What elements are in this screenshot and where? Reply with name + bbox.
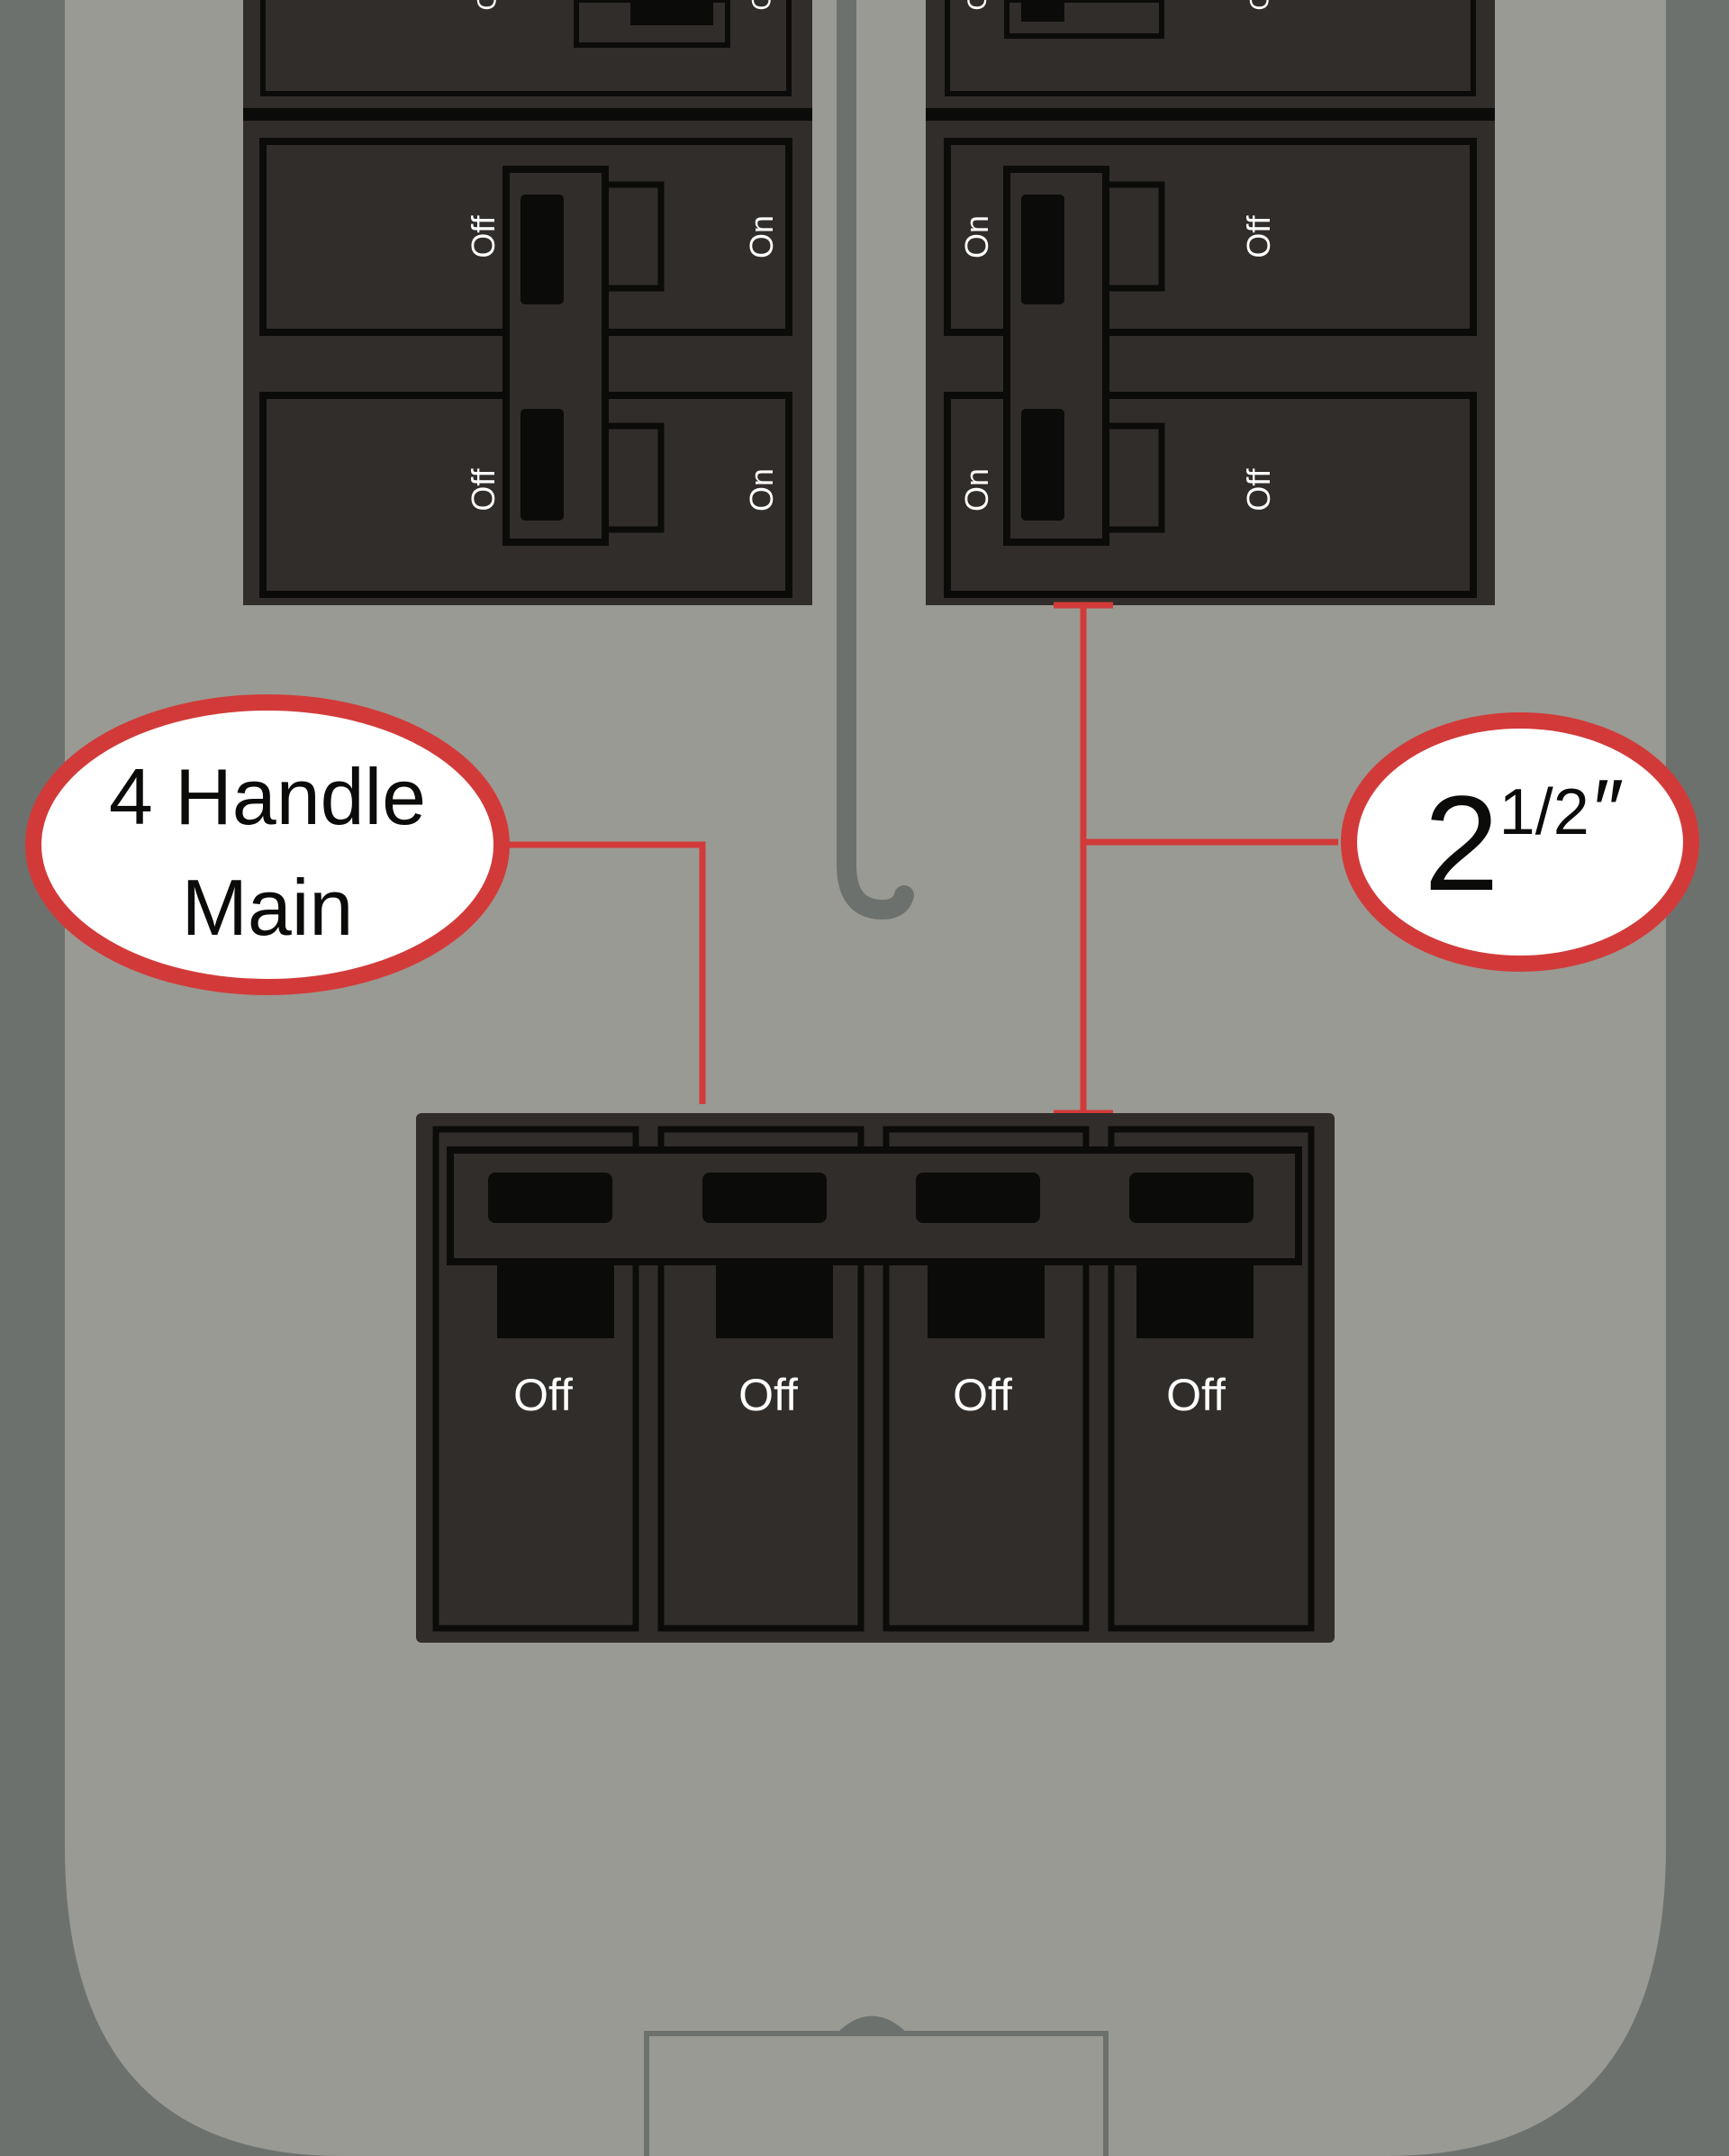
right-upper-breaker-tab [1102, 181, 1165, 292]
right-upper-off-label: Off [1240, 214, 1277, 258]
left-lower-breaker-tab [602, 422, 665, 533]
bottom-latch-plate [644, 2031, 1109, 2156]
right-handle-grip-lower [1021, 409, 1064, 521]
right-lower-off-label: Off [1240, 467, 1277, 511]
spacing-unit: ″ [1589, 762, 1623, 858]
wire-channel [837, 0, 914, 920]
main-handle-label-2: Off [738, 1370, 798, 1420]
left-top-partial-label-left: O [471, 0, 501, 11]
handle-callout-bubble [25, 694, 510, 995]
left-upper-off-label: Off [465, 214, 502, 258]
left-breaker-separator [243, 108, 812, 121]
right-top-partial-label-left: O [963, 0, 992, 11]
main-handle-stem-3 [928, 1259, 1045, 1338]
handle-callout-line1: 4 Handle [109, 752, 426, 841]
right-lower-on-label: On [958, 468, 995, 512]
right-breaker-separator [926, 108, 1495, 121]
main-handle-label-1: Off [513, 1370, 573, 1420]
left-handle-grip-lower [521, 409, 564, 521]
right-lower-breaker-tab [1102, 422, 1165, 533]
right-upper-on-label: On [958, 215, 995, 258]
left-upper-breaker-tab [602, 181, 665, 292]
left-lower-on-label: On [743, 468, 780, 512]
handle-callout-line2: Main [182, 863, 354, 952]
spacing-whole: 2 [1424, 767, 1498, 919]
spacing-callout-text: 21/2″ [1424, 762, 1623, 919]
left-upper-on-label: On [743, 215, 780, 258]
left-top-partial-label-right: O [746, 0, 775, 11]
main-handle-stem-2 [716, 1259, 833, 1338]
main-handle-grip-2[interactable] [702, 1173, 827, 1223]
left-handle-grip-upper [521, 195, 564, 304]
main-breaker: Off Off Off Off [416, 1113, 1335, 1643]
right-top-breaker-handle-grip [1021, 0, 1064, 22]
left-breaker-pair: O O Off On Off On [243, 0, 812, 605]
spacing-fraction: 1/2 [1499, 776, 1589, 848]
handle-count-callout: 4 Handle Main [25, 694, 510, 995]
main-handle-grip-3[interactable] [916, 1173, 1040, 1223]
right-handle-grip-upper [1021, 195, 1064, 304]
right-breaker-pair: O O On Off On Off [926, 0, 1495, 605]
right-top-partial-label-right: O [1244, 0, 1273, 11]
main-handle-stem-4 [1136, 1259, 1254, 1338]
main-handle-label-4: Off [1166, 1370, 1226, 1420]
left-top-breaker-handle-grip [630, 0, 713, 25]
handle-callout-leader [504, 841, 706, 1104]
spacing-callout: 21/2″ [1341, 712, 1699, 972]
main-handle-grip-4[interactable] [1129, 1173, 1254, 1223]
main-handle-label-3: Off [953, 1370, 1012, 1420]
spacing-callout-bubble [1341, 712, 1699, 972]
main-handle-stem-1 [497, 1259, 614, 1338]
left-lower-off-label: Off [465, 467, 502, 511]
main-handle-grip-1[interactable] [488, 1173, 612, 1223]
